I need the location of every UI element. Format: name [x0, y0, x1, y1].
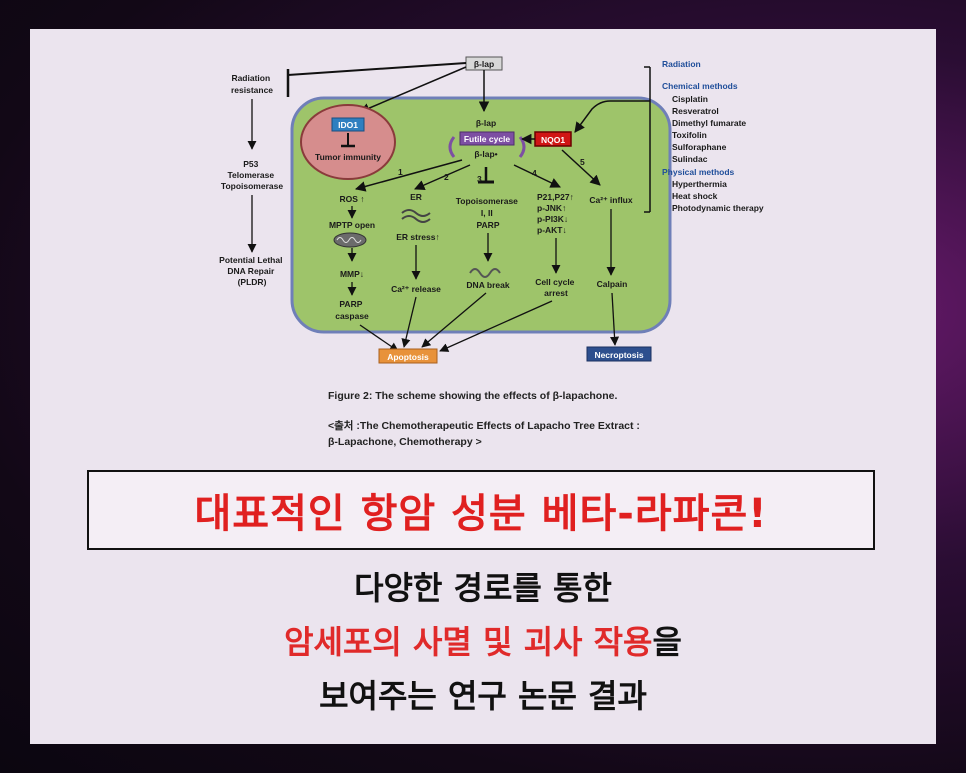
tumor-immunity-label: Tumor immunity: [315, 152, 381, 162]
nqo1-label: NQO1: [541, 135, 565, 145]
necroptosis-box: [586, 346, 652, 362]
source-line-1: <출처 :The Chemotherapeutic Effects of Lap…: [328, 420, 640, 432]
futile-top-label: β-lap: [476, 118, 496, 128]
er-label: ER: [410, 192, 422, 202]
futile-cycle-label: Futile cycle: [464, 134, 511, 144]
radiation-heading: Radiation: [662, 59, 701, 69]
path-number-4: 4: [532, 168, 537, 178]
dna-break-label: DNA break: [466, 280, 509, 290]
ca-release-label: Ca²⁺ release: [391, 284, 441, 294]
apoptosis-box: [378, 348, 438, 364]
er-icon: [401, 209, 431, 223]
subtitle-line-2: 암세포의 사멸 및 괴사 작용을: [30, 617, 936, 663]
headline-text: 대표적인 항암 성분 베타-라파콘!: [194, 491, 768, 537]
source-line-2: β-Lapachone, Chemotherapy >: [328, 436, 482, 448]
path-number-5: 5: [580, 157, 585, 167]
beta-lapachone-pathway-diagram: β-lap Radiation resistance P53 Telomeras…: [219, 56, 764, 364]
physical-methods-heading: Physical methods: [662, 167, 735, 177]
necroptosis-label: Necroptosis: [594, 350, 643, 360]
slide-panel: β-lap Radiation resistance P53 Telomeras…: [30, 29, 936, 744]
path-number-2: 2: [444, 172, 449, 182]
headline-box: 대표적인 항암 성분 베타-라파콘!: [87, 470, 875, 550]
er-stress-label: ER stress↑: [396, 232, 439, 242]
futile-cycle-box: [459, 131, 515, 146]
topoisomerase-label: Topoisomerase I, II PARP: [456, 196, 521, 230]
chemical-methods-list: Cisplatin Resveratrol Dimethyl fumarate …: [672, 94, 749, 164]
subtitle-line-1: 다양한 경로를 통한: [354, 569, 612, 607]
ca-influx-label: Ca²⁺ influx: [589, 195, 632, 205]
path-number-1: 1: [398, 167, 403, 177]
cell-cycle-arrest-label: Cell cycle arrest: [535, 277, 577, 298]
p53-block-label: P53 Telomerase Topoisomerase: [221, 159, 283, 191]
futile-bottom-label: β-lap•: [474, 149, 497, 159]
p21-label: P21,P27↑ p-JNK↑ p-PI3K↓ p-AKT↓: [537, 192, 576, 235]
calpain-label: Calpain: [597, 279, 628, 289]
subtitle-line-3: 보여주는 연구 논문 결과: [319, 677, 647, 715]
mmp-label: MMP↓: [340, 269, 364, 279]
physical-methods-list: Hyperthermia Heat shock Photodynamic the…: [672, 179, 764, 213]
ido1-box: [331, 117, 365, 132]
radiation-resistance-label: Radiation resistance: [231, 73, 273, 95]
pldr-label: Potential Lethal DNA Repair (PLDR): [219, 255, 285, 287]
parp-caspase-label: PARP caspase: [335, 299, 369, 321]
chemical-methods-heading: Chemical methods: [662, 81, 738, 91]
mitochondria-icon: [333, 232, 367, 248]
path-number-3: 3: [477, 174, 482, 184]
beta-lap-top-label: β-lap: [474, 59, 494, 69]
figure-caption: Figure 2: The scheme showing the effects…: [328, 390, 618, 402]
mptp-label: MPTP open: [329, 220, 375, 230]
apoptosis-label: Apoptosis: [387, 352, 429, 362]
ido1-label: IDO1: [338, 120, 358, 130]
dna-icon: [469, 268, 501, 278]
ros-label: ROS ↑: [339, 194, 364, 204]
subtitle-line-2-highlight: 암세포의 사멸 및 괴사 작용: [284, 623, 653, 661]
subtitle-line-2-suffix: 을: [652, 623, 682, 661]
